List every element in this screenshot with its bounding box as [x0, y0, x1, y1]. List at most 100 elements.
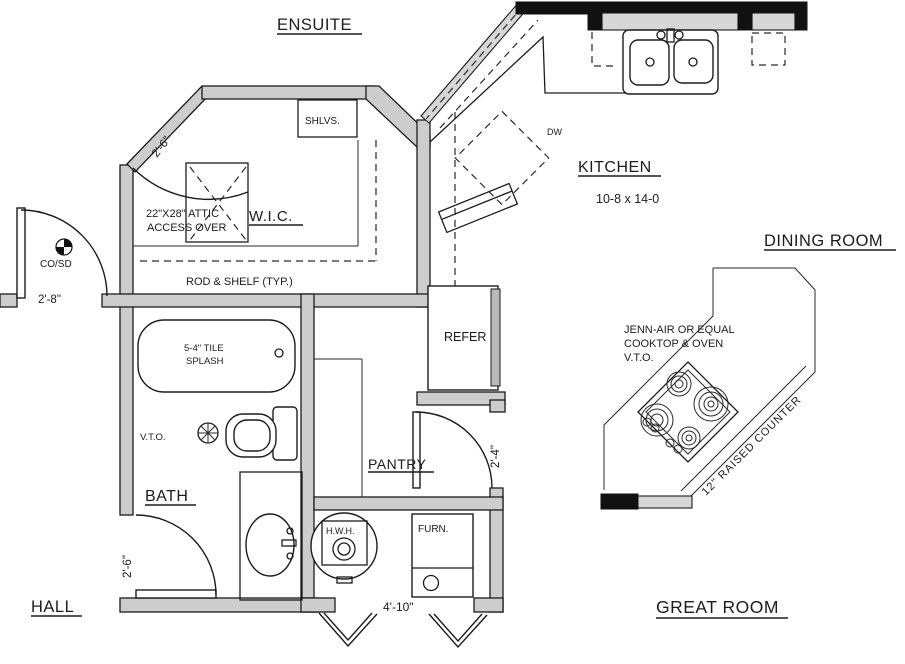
exhaust-fan-symbol	[197, 422, 219, 444]
room-label-wic: W.I.C.	[249, 208, 293, 225]
window-kitchen-right	[751, 12, 796, 31]
bath-fixtures	[137, 319, 303, 601]
co-sd-label: CO/SD	[40, 259, 72, 270]
burner-2	[693, 386, 729, 422]
wall-refer-alcove-bottom	[416, 391, 506, 406]
tub-label-line1: 5-4" TILE	[184, 343, 224, 354]
room-label-ensuite: ENSUITE	[277, 16, 352, 34]
counter-end-black	[600, 493, 639, 510]
dishwasher-label: DW	[547, 127, 562, 137]
wall-post-right	[794, 1, 808, 31]
cooktop-knobs	[642, 417, 683, 454]
bifold-door-right	[428, 613, 488, 649]
water-heater-square	[321, 520, 368, 566]
hall-door-leaf	[16, 207, 26, 299]
cooktop-note-line3: V.T.O.	[624, 352, 654, 364]
furnace-label: FURN.	[418, 524, 449, 535]
wall-post-left	[587, 12, 603, 31]
tub-label-line2: SPLASH	[186, 356, 224, 367]
room-label-pantry: PANTRY	[368, 456, 427, 472]
dim-hall-door: 2'-8"	[38, 294, 61, 306]
doors	[16, 167, 493, 649]
water-heater-ring-inner	[337, 542, 351, 556]
room-label-dining: DINING ROOM	[764, 232, 883, 250]
wall-top-black-band	[515, 1, 808, 15]
faucet-handle-right	[674, 30, 684, 40]
refrigerator	[427, 285, 501, 391]
dishwasher	[437, 182, 519, 234]
bath-door-arc	[135, 514, 217, 596]
room-labels: ENSUITE W.I.C. KITCHEN 10-8 x 14-0 DININ…	[31, 16, 896, 619]
cooktop	[637, 361, 739, 463]
attic-access-x1	[189, 166, 247, 241]
kitchen-size-label: 10-8 x 14-0	[596, 192, 659, 206]
tub-drain	[274, 348, 284, 358]
rod-shelf-label: ROD & SHELF (TYP.)	[186, 276, 293, 288]
counter-end-gray	[637, 495, 693, 509]
wall-wic-kitchen	[416, 119, 431, 308]
room-label-bath: BATH	[145, 488, 188, 505]
attic-label-line2: ACCESS OVER	[147, 222, 227, 234]
sink-drain-right	[688, 57, 698, 67]
attic-access-box	[185, 162, 249, 243]
faucet-handle-left	[656, 30, 666, 40]
attic-access	[185, 162, 249, 243]
bifold-door-left-inner	[323, 612, 373, 642]
wall-bath-pantry	[300, 293, 315, 613]
refer-label: REFER	[444, 330, 486, 344]
hall-door-arc	[20, 209, 108, 297]
wic-door-arc	[132, 167, 249, 200]
sink-bowl-right	[673, 39, 714, 84]
burner-3	[640, 403, 674, 437]
dim-closet-opening: 4'-10"	[383, 600, 414, 614]
room-label-hall: HALL	[31, 598, 74, 616]
room-label-great-room: GREAT ROOM	[656, 597, 779, 617]
room-label-kitchen: KITCHEN	[578, 159, 652, 176]
refer-box	[427, 285, 499, 391]
vanity-faucet	[281, 539, 297, 547]
wall-ensuite-diagonal	[126, 85, 211, 173]
upper-cabinet-dashed	[751, 32, 786, 66]
refer-door-edge	[490, 288, 501, 387]
shelves-label: SHLVS.	[305, 116, 340, 127]
water-heater	[310, 512, 378, 580]
wall-left-stub	[0, 293, 18, 308]
furnace-port	[422, 574, 440, 592]
faucet-spout	[666, 28, 675, 43]
utility-closet	[310, 512, 474, 598]
cooktop-inner	[645, 369, 731, 455]
shelves-box	[297, 99, 358, 138]
counter-inner-edge	[603, 268, 714, 490]
wall-closet-bottom-left-stub	[300, 597, 336, 613]
wall-bath-left	[119, 164, 134, 516]
counter-dash-left-of-sink	[591, 32, 614, 67]
raised-counter-peninsula	[600, 267, 816, 510]
kitchen-top-wall	[515, 1, 808, 31]
wall-pantry-door-stub	[489, 399, 506, 413]
window-diagonal-dash	[425, 5, 524, 120]
pantry-door-leaf	[412, 411, 421, 489]
closet-shelf-lines	[133, 99, 377, 497]
water-heater-ring-outer	[332, 537, 356, 561]
vanity-handle-top	[286, 527, 294, 535]
wall-bath-top	[101, 293, 431, 308]
wall-post-mid	[737, 1, 753, 31]
cooktop-note-line2: COOKTOP & OVEN	[624, 338, 723, 350]
burner-4	[677, 426, 701, 450]
vanity-sink	[245, 513, 295, 577]
smoke-detector-symbol	[55, 238, 73, 256]
cooktop-note-line1: JENN-AIR OR EQUAL	[624, 324, 735, 336]
corner-cabinet-dashed	[454, 110, 550, 206]
toilet-bowl-inner	[233, 419, 271, 452]
wall-closet-top	[313, 496, 504, 511]
sink-drain-left	[645, 57, 655, 67]
counter-strip-divider	[680, 365, 807, 492]
window-kitchen-sink	[601, 12, 739, 31]
dim-pantry-door: 2'-4"	[490, 445, 502, 468]
burner-1	[666, 371, 692, 397]
sink-bowl-left	[629, 39, 670, 86]
upper-cabinet-dash-diagonal	[439, 19, 539, 129]
water-heater-stub	[336, 576, 353, 584]
